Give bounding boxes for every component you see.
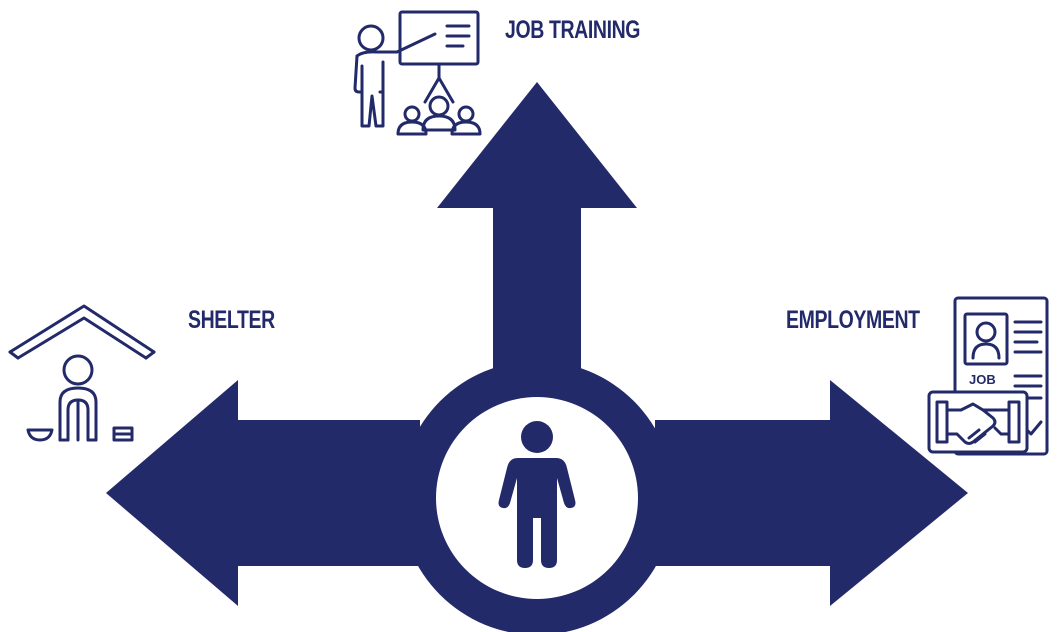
job-tag-text: JOB: [969, 372, 996, 387]
arrow-left-shelter: [106, 380, 420, 606]
job-training-label: JOB TRAINING: [505, 16, 641, 44]
homeless-shelter-icon: [8, 304, 156, 442]
arrow-right-employment: [655, 380, 968, 606]
arrow-up-job-training: [437, 82, 637, 430]
presentation-training-icon: [353, 10, 482, 136]
person-icon: [498, 421, 576, 568]
shelter-label: SHELTER: [188, 306, 275, 334]
employment-label: EMPLOYMENT: [786, 306, 920, 334]
job-application-handshake-icon: JOB: [927, 296, 1049, 456]
